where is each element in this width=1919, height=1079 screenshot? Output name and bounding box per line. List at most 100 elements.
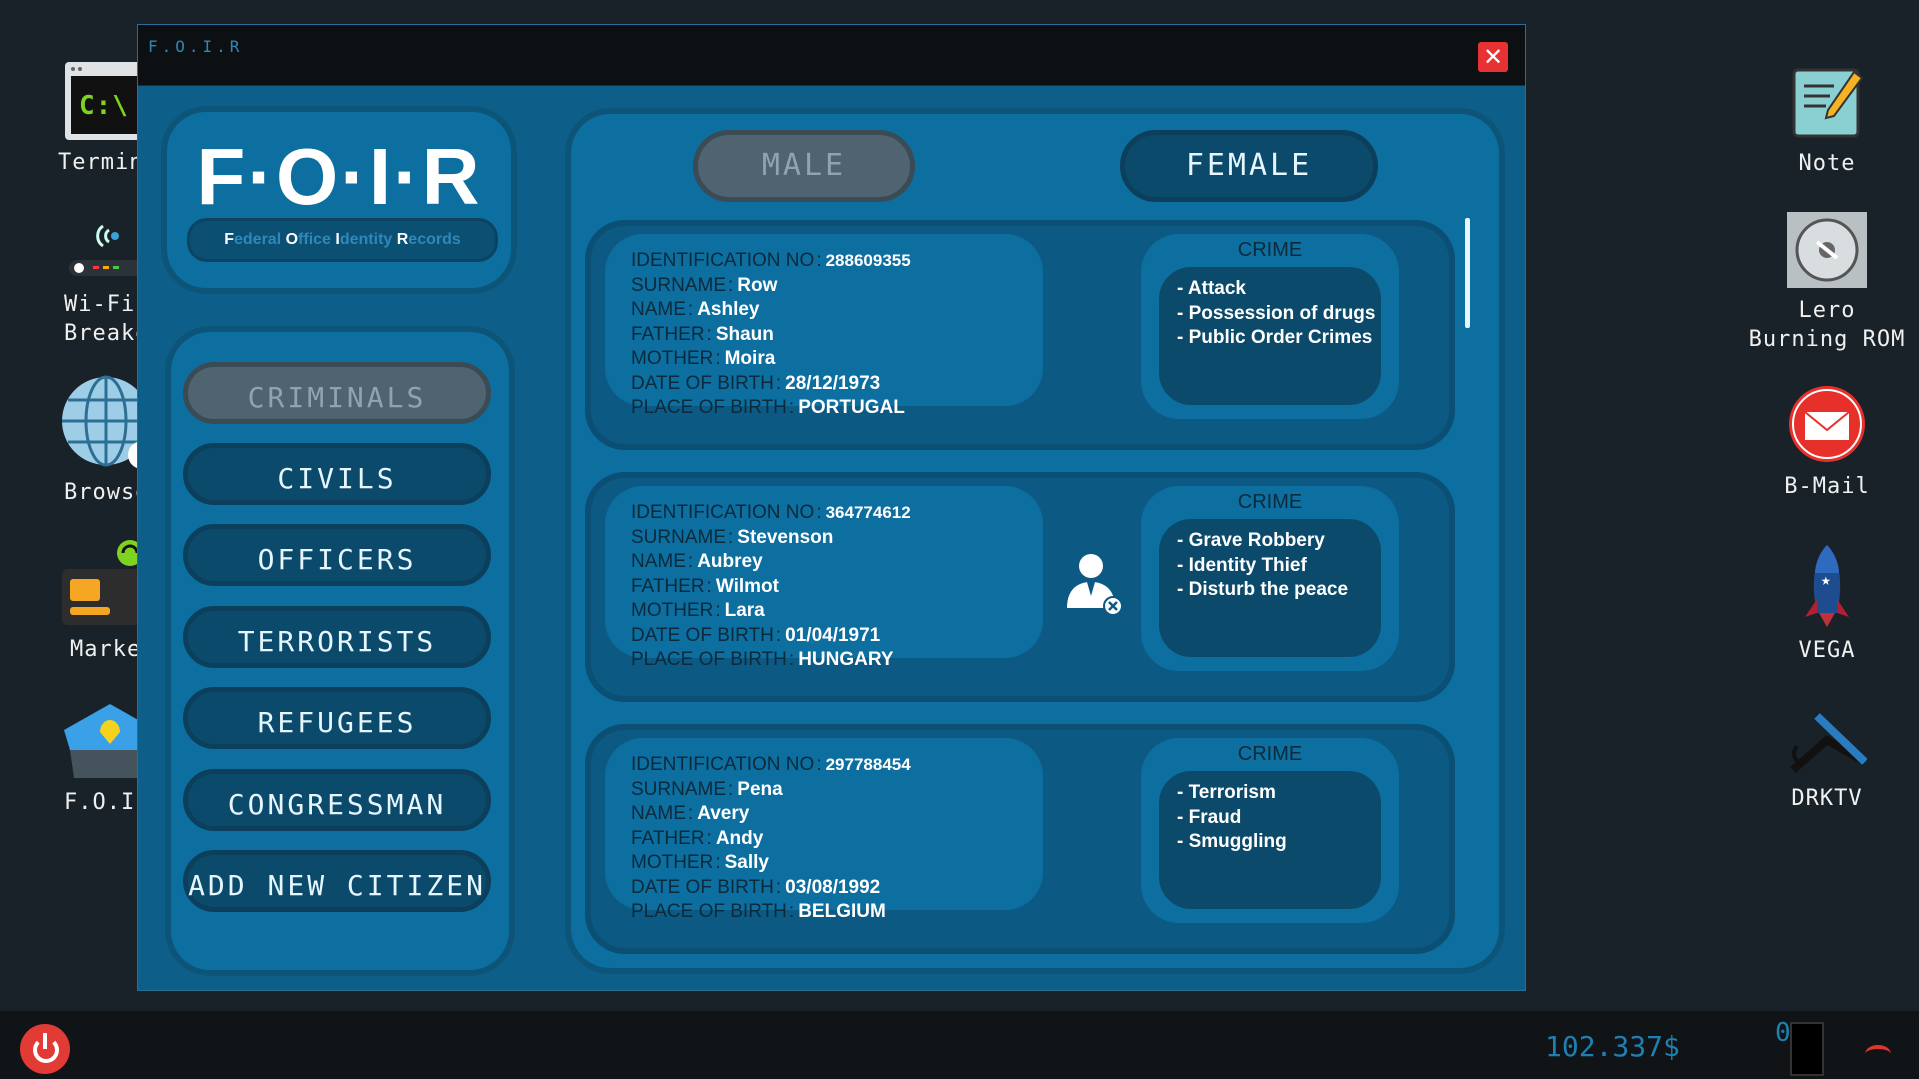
name-row: NAME:Avery bbox=[631, 802, 1043, 827]
separator: : bbox=[715, 600, 721, 621]
desktop-icon-label: Note bbox=[1798, 151, 1856, 176]
foir-window: F.O.I.R ✕ F·O·I·R Federal Office Identit… bbox=[137, 24, 1526, 991]
scrollbar[interactable] bbox=[1465, 218, 1470, 328]
desktop-icon-browser[interactable]: Browse bbox=[20, 375, 190, 507]
desktop-icon-terminal[interactable]: C:\ Termin bbox=[20, 62, 190, 177]
field-label: NAME bbox=[631, 803, 686, 824]
separator: : bbox=[687, 803, 694, 824]
field-label: SURNAME bbox=[631, 526, 727, 548]
field-label: IDENTIFICATION NO bbox=[631, 754, 815, 775]
window-body: F·O·I·R Federal Office Identity Records … bbox=[138, 86, 1525, 990]
id-row: IDENTIFICATION NO:364774612 bbox=[631, 501, 1043, 526]
field-label: SURNAME bbox=[631, 778, 727, 800]
name-row: NAME:Aubrey bbox=[631, 550, 1043, 575]
id-value: 288609355 bbox=[825, 251, 911, 270]
wifi-breaker-icon bbox=[65, 216, 145, 282]
female-filter-button[interactable]: FEMALE bbox=[1120, 130, 1378, 202]
menu-civils-button[interactable]: CIVILS bbox=[183, 443, 491, 505]
menu-criminals-button[interactable]: CRIMINALS bbox=[183, 362, 491, 424]
add-new-citizen-button[interactable]: ADD NEW CITIZEN bbox=[183, 850, 491, 912]
name-row: NAME:Ashley bbox=[631, 298, 1043, 323]
father-value: Andy bbox=[715, 827, 764, 849]
crime-item: - Identity Thief bbox=[1177, 554, 1307, 576]
menu-congressman-button[interactable]: CONGRESSMAN bbox=[183, 769, 491, 831]
wifi-status-icon[interactable] bbox=[1865, 1045, 1891, 1063]
crime-item: - Fraud bbox=[1177, 806, 1242, 828]
separator: : bbox=[687, 551, 694, 572]
dob-value: 01/04/1971 bbox=[785, 624, 881, 646]
crime-title: CRIME bbox=[1237, 491, 1303, 513]
record-card[interactable]: IDENTIFICATION NO:288609355 SURNAME:Row … bbox=[585, 220, 1455, 450]
desktop-icon-lero[interactable]: Lero Burning ROM bbox=[1742, 212, 1912, 354]
pob-row: PLACE OF BIRTH:BELGIUM bbox=[631, 900, 1043, 925]
record-info: IDENTIFICATION NO:288609355 SURNAME:Row … bbox=[605, 234, 1043, 418]
separator: : bbox=[816, 250, 822, 271]
rocket-icon: ★ bbox=[1797, 543, 1857, 628]
window-titlebar[interactable]: F.O.I.R ✕ bbox=[138, 25, 1525, 85]
police-badge-icon bbox=[60, 700, 156, 780]
close-button[interactable]: ✕ bbox=[1478, 42, 1508, 72]
name-value: Aubrey bbox=[697, 551, 763, 572]
field-label: MOTHER bbox=[631, 852, 714, 873]
field-label: IDENTIFICATION NO bbox=[631, 502, 815, 523]
pob-value: BELGIUM bbox=[798, 901, 886, 922]
father-row: FATHER:Wilmot bbox=[631, 575, 1043, 600]
mother-row: MOTHER:Moira bbox=[631, 347, 1043, 372]
father-row: FATHER:Shaun bbox=[631, 323, 1043, 348]
desktop-icon-label: Browse bbox=[64, 480, 150, 505]
field-label: FATHER bbox=[631, 827, 705, 849]
field-label: IDENTIFICATION NO bbox=[631, 250, 815, 271]
separator: : bbox=[816, 502, 822, 523]
mother-value: Moira bbox=[724, 348, 776, 369]
logo-main: F·O·I·R bbox=[196, 132, 482, 221]
separator: : bbox=[715, 852, 721, 873]
desktop-icon-vega[interactable]: ★ VEGA bbox=[1742, 543, 1912, 665]
crime-title: CRIME bbox=[1237, 743, 1303, 765]
disc-icon bbox=[1787, 212, 1867, 288]
field-label: PLACE OF BIRTH bbox=[631, 901, 787, 922]
desktop-icon-wifi-breaker[interactable]: Wi-Fi Breake bbox=[20, 216, 190, 348]
male-filter-button[interactable]: MALE bbox=[693, 130, 915, 202]
power-button[interactable] bbox=[20, 1024, 70, 1074]
logo-word: ffice bbox=[298, 231, 336, 248]
logo-panel: F·O·I·R Federal Office Identity Records bbox=[161, 106, 517, 294]
logo-word: ecords bbox=[408, 231, 461, 248]
mother-value: Lara bbox=[724, 600, 765, 621]
logo-subtitle: Federal Office Identity Records bbox=[187, 218, 498, 262]
surname-row: SURNAME:Row bbox=[631, 274, 1043, 299]
crime-panel: CRIME - Terrorism - Fraud - Smuggling bbox=[1141, 738, 1399, 923]
record-card[interactable]: IDENTIFICATION NO:364774612 SURNAME:Stev… bbox=[585, 472, 1455, 702]
mother-row: MOTHER:Lara bbox=[631, 599, 1043, 624]
door-icon[interactable] bbox=[1790, 1022, 1824, 1076]
drktv-icon bbox=[1787, 710, 1868, 776]
separator: : bbox=[775, 372, 782, 394]
separator: : bbox=[706, 575, 712, 597]
desktop-icon-bmail[interactable]: B-Mail bbox=[1742, 384, 1912, 501]
desktop-icon-market[interactable]: Marke bbox=[20, 537, 190, 664]
field-label: DATE OF BIRTH bbox=[631, 624, 774, 646]
record-card[interactable]: IDENTIFICATION NO:297788454 SURNAME: Pena… bbox=[585, 724, 1455, 954]
surname-value: Pena bbox=[737, 778, 783, 800]
pob-row: PLACE OF BIRTH:HUNGARY bbox=[631, 648, 1043, 673]
notepad-icon bbox=[1790, 66, 1865, 141]
separator: : bbox=[706, 827, 712, 849]
father-value: Shaun bbox=[715, 323, 774, 345]
desktop-icon-drktv[interactable]: DRKTV bbox=[1742, 710, 1912, 813]
name-value: Ashley bbox=[697, 299, 760, 320]
desktop-icon-note[interactable]: Note bbox=[1742, 66, 1912, 178]
desktop-icon-foir[interactable]: F.O.I. bbox=[20, 700, 190, 817]
logo-word: dentity bbox=[339, 231, 397, 248]
separator: : bbox=[788, 649, 795, 670]
desktop-icon-label: Wi-Fi Breake bbox=[64, 292, 150, 346]
menu-terrorists-button[interactable]: TERRORISTS bbox=[183, 606, 491, 668]
separator: : bbox=[687, 299, 694, 320]
menu-refugees-button[interactable]: REFUGEES bbox=[183, 687, 491, 749]
field-label: DATE OF BIRTH bbox=[631, 876, 774, 898]
desktop-icon-label: F.O.I. bbox=[64, 790, 150, 815]
window-title: F.O.I.R bbox=[148, 37, 244, 56]
menu-officers-button[interactable]: OFFICERS bbox=[183, 524, 491, 586]
pob-value: PORTUGAL bbox=[798, 397, 905, 418]
id-row: IDENTIFICATION NO:297788454 bbox=[631, 753, 1043, 778]
remove-person-icon[interactable] bbox=[1065, 552, 1125, 616]
crime-item: - Grave Robbery bbox=[1177, 530, 1325, 551]
